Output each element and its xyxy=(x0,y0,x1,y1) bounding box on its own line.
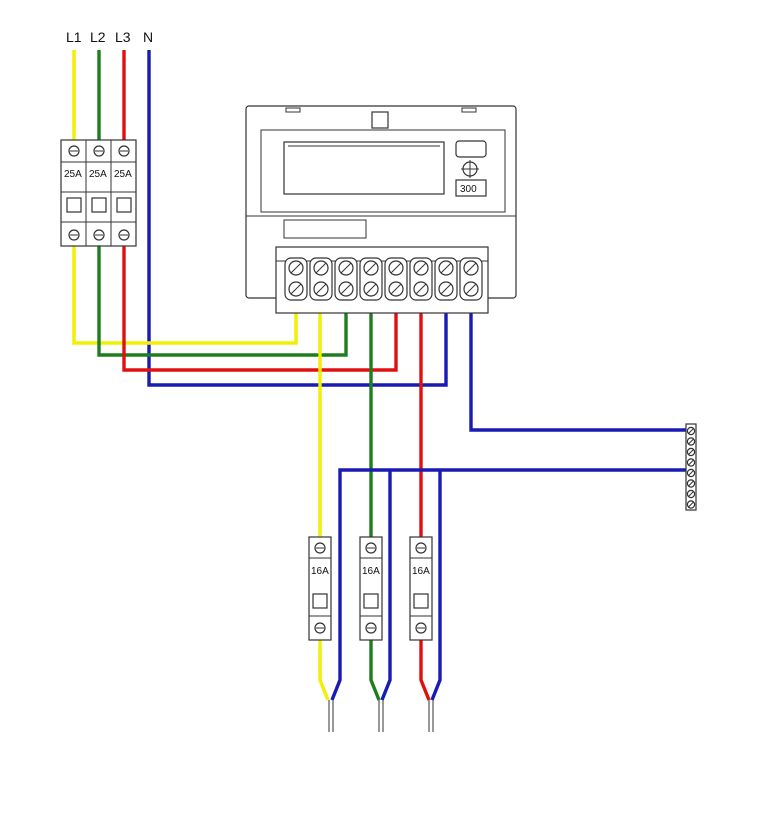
wire-n-supply xyxy=(147,50,448,387)
toggle-switch[interactable] xyxy=(312,593,328,609)
meter-button-icon[interactable] xyxy=(455,140,487,158)
screw-terminal-icon xyxy=(388,260,404,276)
meter-window xyxy=(260,129,506,213)
screw-terminal-icon xyxy=(288,260,304,276)
label-l2: L2 xyxy=(90,29,106,45)
branch-breaker-3: 16A xyxy=(409,536,433,641)
screw-terminal-icon xyxy=(686,447,696,457)
branch-breaker-2: 16A xyxy=(359,536,383,641)
meter-label-plate xyxy=(283,219,367,239)
branch-breaker-body xyxy=(359,536,383,641)
seal-icon xyxy=(371,111,389,129)
screw-terminal-icon xyxy=(363,260,379,276)
screw-terminal-icon xyxy=(118,145,130,157)
meter-button-label: 300 xyxy=(460,184,477,195)
screw-terminal-icon xyxy=(118,229,130,241)
branch-breaker-rating-3: 16A xyxy=(412,566,430,577)
screw-terminal-icon xyxy=(463,281,479,297)
screw-terminal-icon xyxy=(686,479,696,488)
wire-l2-load xyxy=(369,638,381,701)
screw-terminal-icon xyxy=(338,281,354,297)
screw-terminal-icon xyxy=(388,281,404,297)
wires xyxy=(72,50,690,701)
branch-breaker-1: 16A xyxy=(308,536,332,641)
screw-terminal-icon xyxy=(313,260,329,276)
load-cable-1 xyxy=(328,700,334,732)
screw-terminal-icon xyxy=(415,622,427,634)
toggle-switch[interactable] xyxy=(363,593,379,609)
screw-terminal-icon xyxy=(438,260,454,276)
main-breaker-rating-1: 25A xyxy=(64,169,82,180)
screw-terminal-icon xyxy=(365,542,377,554)
toggle-switch[interactable] xyxy=(116,197,132,213)
screw-terminal-icon xyxy=(415,542,427,554)
wire-n-load3 xyxy=(430,470,442,701)
screw-terminal-icon xyxy=(93,145,105,157)
screw-terminal-icon xyxy=(686,437,696,446)
toggle-switch[interactable] xyxy=(91,197,107,213)
load-cable-2 xyxy=(378,700,384,732)
load-cables xyxy=(328,700,434,732)
toggle-switch[interactable] xyxy=(413,593,429,609)
label-n: N xyxy=(143,29,153,45)
load-cable-3 xyxy=(428,700,434,732)
branch-breaker-rating-1: 16A xyxy=(311,566,329,577)
screw-terminal-icon xyxy=(686,468,696,478)
screw-terminal-icon xyxy=(93,229,105,241)
screw-terminal-icon xyxy=(288,281,304,297)
screw-terminal-icon xyxy=(68,145,80,157)
wire-n-out xyxy=(469,300,690,432)
branch-breaker-body xyxy=(409,536,433,641)
wire-l1-load xyxy=(318,638,330,701)
main-breaker-rating-2: 25A xyxy=(89,169,107,180)
busbar-body xyxy=(685,423,697,511)
wire-l3-load xyxy=(419,638,431,701)
screw-terminal-icon xyxy=(314,622,326,634)
screw-terminal-icon xyxy=(463,260,479,276)
energy-meter: 300 xyxy=(245,105,517,314)
meter-terminal-header xyxy=(275,246,489,262)
screw-terminal-icon xyxy=(438,281,454,297)
label-l3: L3 xyxy=(115,29,131,45)
busbar-screws xyxy=(686,426,696,509)
screw-terminal-icon xyxy=(413,281,429,297)
wire-l2-to-meter xyxy=(97,244,348,357)
main-breaker-body xyxy=(60,139,137,247)
screw-terminal-icon xyxy=(314,542,326,554)
screw-terminal-icon xyxy=(363,281,379,297)
branch-breaker-rating-2: 16A xyxy=(362,566,380,577)
seal-icon xyxy=(285,107,477,113)
meter-button-icon[interactable] xyxy=(455,179,487,197)
screw-terminal-icon xyxy=(365,622,377,634)
screw-terminal-icon xyxy=(686,458,696,467)
phase-labels: L1 L2 L3 N xyxy=(66,29,153,45)
screw-terminal-icon xyxy=(68,229,80,241)
screw-terminal-icon xyxy=(338,260,354,276)
neutral-busbar xyxy=(685,423,697,511)
toggle-switch[interactable] xyxy=(66,197,82,213)
label-l1: L1 xyxy=(66,29,82,45)
wire-l3-to-meter xyxy=(122,244,398,372)
main-breaker: 25A 25A 25A xyxy=(60,139,137,247)
screw-terminal-icon xyxy=(686,426,696,436)
wire-n-load2 xyxy=(380,470,392,701)
meter-button-icon[interactable] xyxy=(461,160,479,178)
main-breaker-rating-3: 25A xyxy=(114,169,132,180)
wire-l1-to-meter xyxy=(72,244,298,345)
wire-n-bus xyxy=(330,468,690,701)
screw-terminal-icon xyxy=(413,260,429,276)
meter-terminals xyxy=(284,257,483,301)
meter-display-icon xyxy=(283,141,445,195)
screw-terminal-icon xyxy=(686,489,696,499)
branch-breaker-body xyxy=(308,536,332,641)
screw-terminal-icon xyxy=(313,281,329,297)
screw-terminal-icon xyxy=(686,500,696,509)
